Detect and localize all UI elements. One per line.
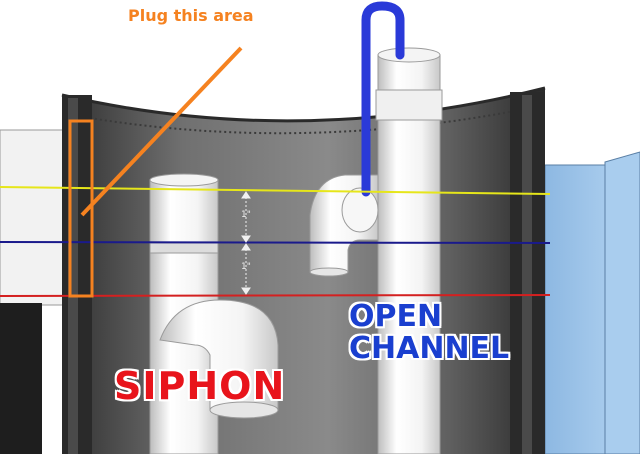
siphon-label: SIPHON: [114, 364, 286, 408]
right-container: [544, 151, 640, 454]
standpipe-tube: [361, 1, 405, 197]
tank-rim: [61, 86, 546, 123]
open-label-line2: CHANNEL: [349, 331, 510, 366]
plug-marker: [68, 46, 243, 298]
gap-lower-label: 1": [241, 262, 251, 272]
blue-level-line: [0, 241, 551, 244]
open-label-line1: OPEN: [349, 299, 443, 334]
open-channel-label: OPEN CHANNEL: [349, 301, 509, 365]
open-channel-pipe: [309, 47, 443, 454]
plug-label: Plug this area: [128, 6, 254, 25]
siphon-pipe: [149, 173, 279, 454]
dimension-markers: [241, 191, 251, 295]
left-shelf: [0, 129, 71, 454]
gap-upper-label: 1": [241, 210, 251, 220]
